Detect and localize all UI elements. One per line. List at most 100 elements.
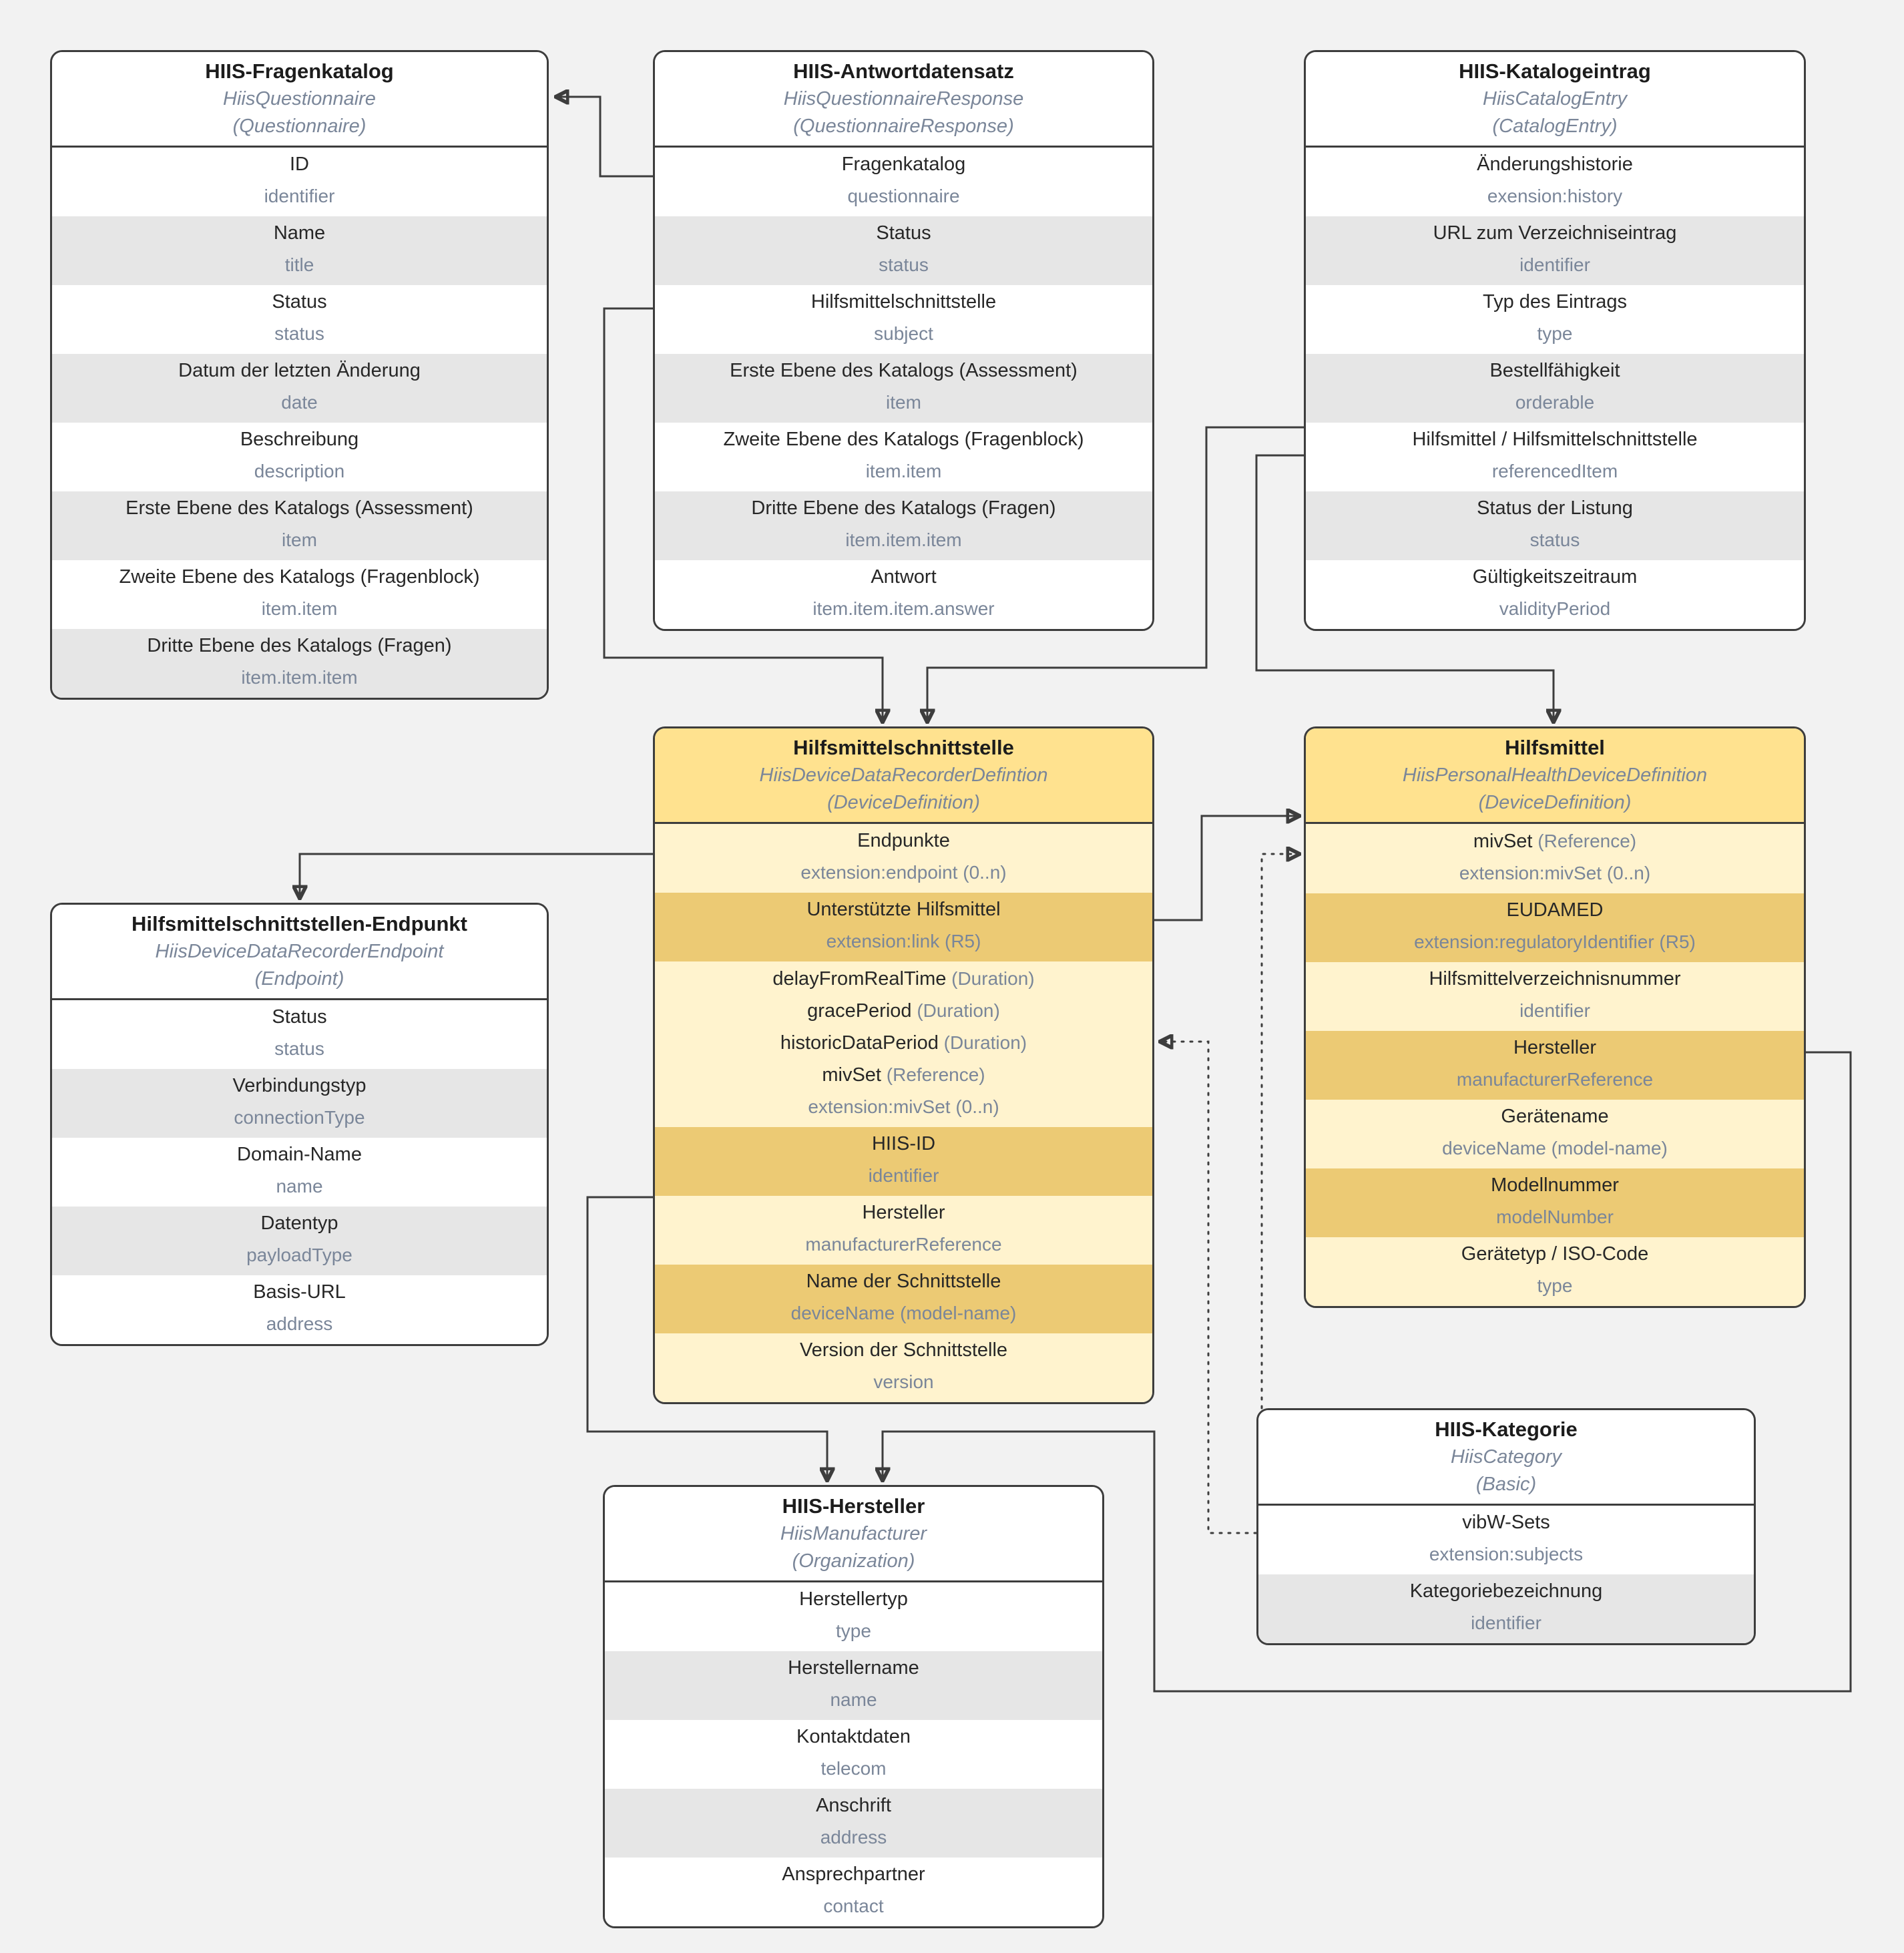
attribute-line: Erste Ebene des Katalogs (Assessment) (126, 497, 473, 519)
endpunkt-attribute-row-1: Verbindungstyp connectionType (52, 1069, 547, 1138)
entity-title: HIIS-Katalogeintrag (1459, 59, 1651, 83)
attribute-line: Hersteller (862, 1202, 945, 1223)
entity-hiis-fragenkatalog: HIIS-Fragenkatalog HiisQuestionnaire (Qu… (50, 50, 549, 700)
attribute-line: Herstellertyp (799, 1588, 908, 1610)
fragenkatalog-attribute-row-1: Name title (52, 216, 547, 285)
attribute-line: validityPeriod (1499, 598, 1611, 619)
attribute-line: orderable (1515, 392, 1595, 413)
entity-class-name: HiisCatalogEntry (1483, 88, 1627, 110)
entity-hilfsmittelschnittstellen-endpunkt: Hilfsmittelschnittstellen-Endpunkt HiisD… (50, 903, 549, 1346)
attribute-line: deviceName (model-name) (1442, 1138, 1668, 1158)
entity-resource-type: (DeviceDefinition) (1478, 792, 1632, 813)
attribute-line: Zweite Ebene des Katalogs (Fragenblock) (119, 566, 480, 588)
antwortdatensatz-attribute-row-5: Dritte Ebene des Katalogs (Fragen)item.i… (655, 491, 1152, 560)
attribute-line: Status (272, 291, 327, 312)
attribute-line: item.item (865, 461, 942, 481)
attribute-line: HIIS-ID (871, 1133, 936, 1154)
attribute-line: questionnaire (847, 186, 960, 206)
edge-hilfsmittel-to-hersteller (883, 1051, 1852, 1693)
attribute-line: type (836, 1620, 871, 1641)
entity-attribute-list: mivSet (Reference)extension:mivSet (0..n… (1306, 824, 1804, 1306)
attribute-line: address (820, 1827, 887, 1848)
attribute-line: vibW-Sets (1462, 1512, 1550, 1533)
attribute-line: Name (273, 222, 326, 244)
attribute-line: Typ des Eintrags (1483, 291, 1627, 312)
attribute-line: Erste Ebene des Katalogs (Assessment) (730, 360, 1078, 381)
entity-title: HIIS-Fragenkatalog (205, 59, 394, 83)
attribute-line: status (274, 323, 324, 344)
attribute-line: Anschrift (816, 1795, 891, 1816)
katalogeintrag-attribute-row-2: Typ des Eintrags type (1306, 285, 1804, 354)
attribute-line: Herstellername (788, 1657, 919, 1679)
entity-title: Hilfsmittelschnittstelle (793, 736, 1014, 759)
entity-header: HIIS-Fragenkatalog HiisQuestionnaire (Qu… (52, 52, 547, 148)
kategorie-attribute-row-0: vibW-Sets extension:subjects (1258, 1506, 1754, 1574)
attribute-line: date (281, 392, 318, 413)
edge-schnittstelle-to-endpunkt (300, 853, 653, 899)
entity-title: HIIS-Kategorie (1435, 1418, 1578, 1441)
entity-title: HIIS-Antwortdatensatz (793, 59, 1014, 83)
attribute-line: Status (876, 222, 931, 244)
attribute-line: Datum der letzten Änderung (178, 360, 421, 381)
edge-katalogeintrag-to-hilfsmittel (1255, 454, 1554, 722)
attribute-line: referencedItem (1491, 461, 1618, 481)
attribute-line: status (1529, 529, 1580, 550)
hersteller-attribute-row-0: Herstellertyp type (605, 1582, 1102, 1651)
attribute-line: extension:subjects (1429, 1544, 1584, 1564)
attribute-line: Domain-Name (237, 1144, 362, 1165)
attribute-line: item.item (261, 598, 338, 619)
attribute-line: Dritte Ebene des Katalogs (Fragen) (147, 635, 452, 656)
attribute-line: item.item.item (241, 667, 358, 688)
attribute-line: title (284, 254, 314, 275)
hersteller-attribute-row-1: Herstellername name (605, 1651, 1102, 1720)
attribute-line: telecom (820, 1758, 887, 1779)
attribute-line: Verbindungstyp (232, 1075, 367, 1096)
entity-class-name: HiisManufacturer (780, 1523, 927, 1544)
attribute-line: Kategoriebezeichnung (1409, 1580, 1603, 1602)
attribute-line: name (830, 1689, 877, 1710)
attribute-line: extension:link (R5) (826, 931, 981, 951)
antwortdatensatz-attribute-row-4: Zweite Ebene des Katalogs (Fragenblock)i… (655, 423, 1152, 491)
attribute-line: type (1537, 1275, 1573, 1296)
attribute-line: mivSet (Reference) (1473, 831, 1637, 852)
attribute-line: identifier (264, 186, 335, 206)
attribute-line: Gerätetyp / ISO-Code (1461, 1243, 1649, 1265)
katalogeintrag-attribute-row-4: Hilfsmittel / Hilfsmittelschnittstelle re… (1306, 423, 1804, 491)
entity-resource-type: (Organization) (792, 1550, 915, 1572)
fragenkatalog-attribute-row-6: Zweite Ebene des Katalogs (Fragenblock) i… (52, 560, 547, 629)
attribute-line: URL zum Verzeichniseintrag (1433, 222, 1677, 244)
attribute-line: address (266, 1313, 333, 1334)
attribute-line: delayFromRealTime (Duration) (772, 968, 1035, 990)
entity-resource-type: (DeviceDefinition) (827, 792, 980, 813)
attribute-line: EUDAMED (1506, 899, 1604, 921)
attribute-line: type (1537, 323, 1573, 344)
attribute-line: connectionType (234, 1107, 365, 1128)
attribute-line: Ansprechpartner (782, 1864, 925, 1885)
entity-hiis-katalogeintrag: HIIS-Katalogeintrag HiisCatalogEntry (Ca… (1304, 50, 1806, 631)
edge-kategorie-to-hilfsmittel-dotted (1260, 854, 1300, 1409)
entity-header: HIIS-Hersteller HiisManufacturer (Organi… (605, 1487, 1102, 1582)
attribute-line: Hilfsmittel / Hilfsmittelschnittstelle (1412, 429, 1698, 450)
entity-header: Hilfsmittel HiisPersonalHealthDeviceDefi… (1306, 728, 1804, 824)
entity-hilfsmittel: Hilfsmittel HiisPersonalHealthDeviceDefi… (1304, 726, 1806, 1308)
edge-antwortdatensatz-to-fragenkatalog (555, 97, 653, 178)
attribute-line: Gerätename (1501, 1106, 1609, 1127)
entity-resource-type: (Basic) (1475, 1474, 1537, 1495)
attribute-line: Bestellfähigkeit (1489, 360, 1620, 381)
